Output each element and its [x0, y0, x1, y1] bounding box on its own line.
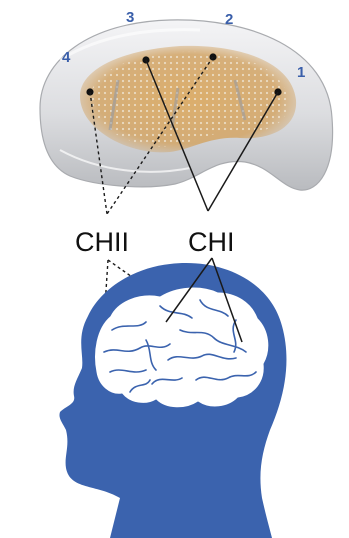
- brain-icon: [95, 287, 269, 408]
- electrode-label-2: 2: [225, 11, 233, 28]
- channel-label-chi: CHI: [188, 227, 235, 257]
- electrode-label-3: 3: [126, 9, 134, 26]
- electrode-label-4: 4: [62, 49, 71, 66]
- electrode-label-1: 1: [297, 64, 305, 81]
- channel-label-chii: CHII: [75, 227, 129, 257]
- eeg-helmet-icon: [40, 20, 333, 190]
